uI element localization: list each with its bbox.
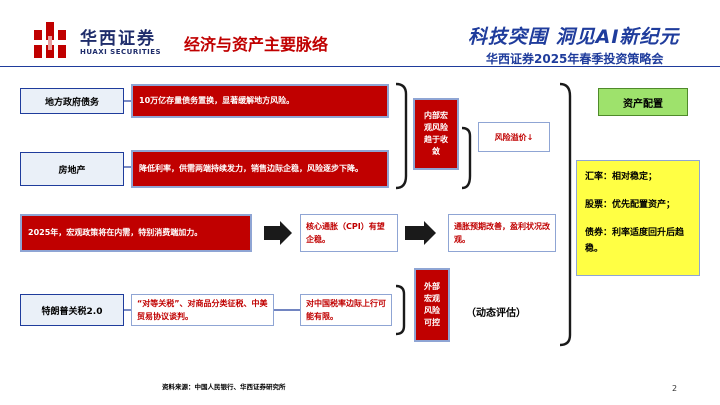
group-bracket xyxy=(395,82,408,190)
group-bracket xyxy=(461,126,472,190)
trump-tariff-detail: “对等关税”、对商品分类征税、中美贸易协议谈判。 xyxy=(131,294,274,326)
logo-text: 华西证券 xyxy=(80,29,156,49)
risk-premium-box: 风险溢价↓ xyxy=(478,122,550,152)
conference-slogan: 科技突围 洞见AI新纪元 xyxy=(468,26,680,48)
asset-item-fx: 汇率：相对稳定； xyxy=(585,172,658,182)
core-cpi-box: 核心通胀（CPI）有望企稳。 xyxy=(300,214,398,252)
arrow-right-icon xyxy=(405,221,436,245)
asset-item-bond: 债券：利率适度回升后趋稳。 xyxy=(585,228,685,254)
row-label-local-debt: 地方政府债务 xyxy=(20,88,124,114)
china-tariff-box: 对中国税率边际上行可能有限。 xyxy=(300,294,392,326)
row-label-trump-tariff: 特朗普关税2.0 xyxy=(20,294,124,326)
page-number: 2 xyxy=(672,384,678,393)
source-note: 资料来源：中国人民银行、华西证券研究所 xyxy=(162,383,286,391)
page-title: 经济与资产主要脉络 xyxy=(184,35,329,54)
large-bracket xyxy=(559,82,572,347)
dynamic-assessment-note: （动态评估） xyxy=(466,308,526,319)
policy-detail: 2025年，宏观政策将在内需，特别消费端加力。 xyxy=(20,214,252,252)
asset-allocation-box: 汇率：相对稳定； 股票：优先配置资产； 债券：利率适度回升后趋稳。 xyxy=(576,160,700,276)
asset-item-equity: 股票：优先配置资产； xyxy=(585,200,676,210)
conference-name: 华西证券2025年春季投资策略会 xyxy=(486,52,664,66)
huaxi-logo-icon xyxy=(34,22,66,58)
external-risk-text: 外部宏观风险可控 xyxy=(424,282,440,327)
row-label-real-estate: 房地产 xyxy=(20,152,124,186)
asset-allocation-title: 资产配置 xyxy=(598,88,688,116)
logo-english-text: HUAXI SECURITIES xyxy=(80,48,162,56)
row-detail-real-estate: 降低利率，供需两端持续发力，销售边际企稳，风险逐步下降。 xyxy=(131,150,389,188)
header-divider xyxy=(0,66,720,67)
row-detail-local-debt: 10万亿存量债务置换，显著缓解地方风险。 xyxy=(131,84,389,118)
internal-risk-box: 内部宏观风险趋于收敛 xyxy=(413,98,459,170)
internal-risk-text: 内部宏观风险趋于收敛 xyxy=(424,111,448,156)
external-risk-box: 外部宏观风险可控 xyxy=(414,268,450,342)
group-bracket xyxy=(395,284,406,336)
inflation-expectation-box: 通胀预期改善，盈利状况改观。 xyxy=(448,214,556,252)
arrow-right-icon xyxy=(264,221,292,245)
